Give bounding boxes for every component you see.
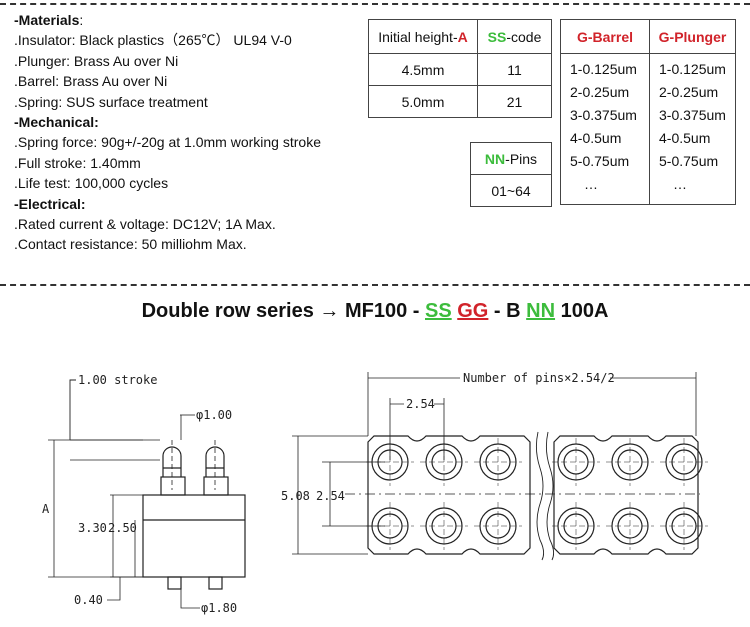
barrel-plating-option: 2-0.25um	[570, 84, 630, 100]
plunger-plating-option: …	[673, 176, 687, 192]
spec-line: .Plunger: Brass Au over Ni	[14, 52, 179, 69]
row-width-label: 5.08	[281, 489, 310, 503]
plunger-plating-option: 1-0.125um	[659, 61, 726, 77]
barrel-plating-list: 1-0.125um 2-0.25um 3-0.375um 4-0.5um 5-0…	[560, 53, 650, 205]
plunger-plating-option: 2-0.25um	[659, 84, 719, 100]
pitch-label-bg	[404, 397, 434, 411]
barrel-diameter-label: φ1.80	[201, 601, 237, 615]
housing-outline-right	[553, 435, 699, 555]
specifications: -Materials: .Insulator: Black plastics（26…	[14, 10, 364, 255]
ss-code-cell: 21	[477, 85, 552, 118]
pins-code-key: NN	[526, 300, 556, 322]
spec-line: .Barrel: Brass Au over Ni	[14, 73, 168, 90]
break-symbol	[535, 431, 555, 561]
plunger-plating-option: 3-0.375um	[659, 107, 726, 123]
barrel-plating-option: …	[584, 176, 598, 192]
spec-line: .Insulator: Black plastics（265℃） UL94 V-…	[14, 32, 292, 49]
plunger-plating-option: 4-0.5um	[659, 130, 711, 146]
spec-line: .Rated current & voltage: DC12V; 1A Max.	[14, 216, 276, 233]
middle-divider	[0, 284, 750, 286]
plunger-plating-option: 5-0.75um	[659, 153, 719, 169]
width-label-bg	[460, 371, 610, 386]
housing-body	[142, 494, 246, 578]
barrel-plating-header: G-Barrel	[560, 19, 650, 54]
pin-tail-left	[167, 576, 182, 590]
housing-height-label: 3.30	[78, 521, 107, 535]
top-view	[292, 372, 708, 561]
spec-line: .Spring force: 90g+/-20g at 1.0mm workin…	[14, 134, 321, 151]
pin-tail-right	[208, 576, 223, 590]
spec-line: .Contact resistance: 50 milliohm Max.	[14, 236, 247, 253]
pins-header: NN-Pins	[470, 142, 552, 175]
height-code-table: Initial height-A SS-code 4.5mm 11 5.0mm …	[368, 19, 552, 118]
housing-outline-left	[367, 435, 531, 555]
plunger-diameter-label: φ1.00	[196, 408, 232, 422]
pins-table: NN-Pins 01~64	[470, 142, 552, 207]
step-height-label: 2.50	[108, 521, 137, 535]
barrel-plating-option: 5-0.75um	[570, 153, 630, 169]
spec-section-header: -Electrical:	[14, 195, 86, 212]
barrel-plating-option: 4-0.5um	[570, 130, 622, 146]
pogo-pin-left	[160, 440, 186, 496]
ss-code-cell: 11	[477, 53, 552, 86]
tail-length-label: 0.40	[74, 593, 103, 607]
height-column-header: Initial height-A	[368, 19, 478, 54]
ss-code-column-header: SS-code	[477, 19, 552, 54]
total-width-label: Number of pins×2.54/2	[463, 371, 615, 385]
spec-line: .Full stroke: 1.40mm	[14, 154, 141, 171]
series-title: Double row series → MF100 - SS GG - B NN…	[141, 300, 609, 322]
height-cell: 4.5mm	[368, 53, 478, 86]
stroke-label: 1.00 stroke	[78, 373, 157, 387]
spec-line: .Spring: SUS surface treatment	[14, 93, 208, 110]
pogo-pin-right	[203, 440, 229, 496]
pins-range-cell: 01~64	[470, 174, 552, 207]
top-divider	[0, 3, 750, 5]
height-a-label: A	[42, 502, 50, 516]
spec-section-header: -Materials:	[14, 12, 84, 28]
spec-line: .Life test: 100,000 cycles	[14, 175, 169, 192]
plunger-plating-header: G-Plunger	[649, 19, 736, 54]
pitch-label: 2.54	[406, 397, 435, 411]
side-view	[48, 379, 246, 609]
height-cell: 5.0mm	[368, 85, 478, 118]
spec-section-header: -Mechanical:	[14, 114, 99, 131]
row-pitch-label: 2.54	[316, 489, 345, 503]
ss-code-key: SS	[425, 300, 452, 322]
barrel-plating-option: 3-0.375um	[570, 107, 637, 123]
plating-table: G-Barrel G-Plunger 1-0.125um 2-0.25um 3-…	[560, 19, 736, 205]
plunger-plating-list: 1-0.125um 2-0.25um 3-0.375um 4-0.5um 5-0…	[649, 53, 736, 205]
plating-code-key: GG	[457, 300, 489, 322]
barrel-plating-option: 1-0.125um	[570, 61, 637, 77]
technical-drawing: 1.00 stroke φ1.00 A 3.30 2.50 0.40 φ1.80…	[42, 371, 708, 615]
